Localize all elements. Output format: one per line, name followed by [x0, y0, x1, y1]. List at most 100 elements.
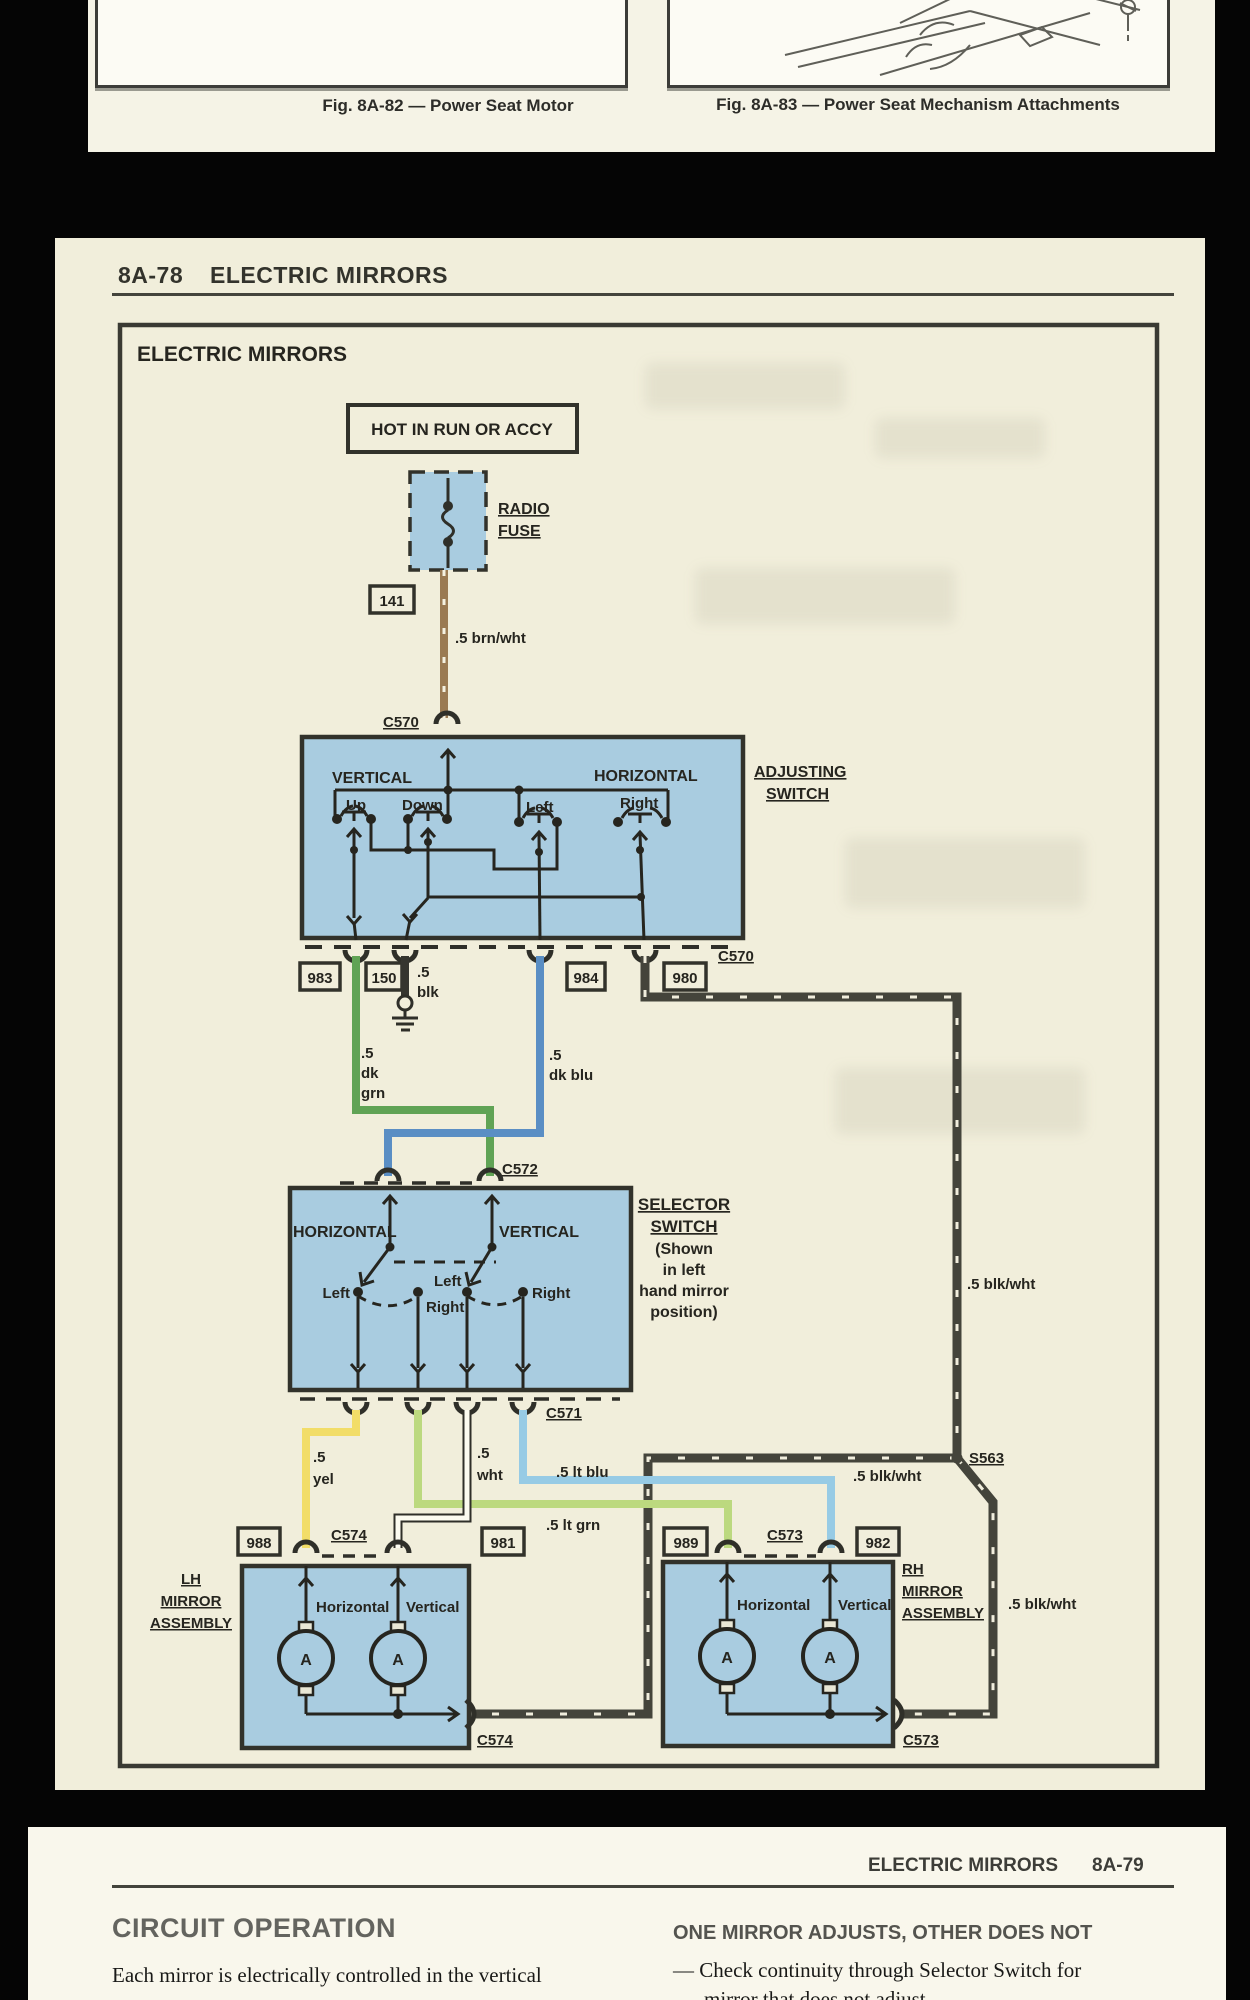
wire-dk-grn-label-1: .5: [361, 1045, 374, 1062]
adj-horizontal-label: HORIZONTAL: [594, 768, 698, 785]
power-source-label: HOT IN RUN OR ACCY: [371, 420, 553, 439]
wire-yellow: [302, 1410, 360, 1548]
main-page: 8A-78 ELECTRIC MIRRORS: [55, 238, 1205, 1790]
wire-dk-blu-label-2: dk blu: [549, 1067, 593, 1084]
troubleshoot-line-2: mirror that does not adjust: [704, 1987, 926, 2000]
svg-text:MIRROR: MIRROR: [161, 1593, 222, 1610]
wire-lt-grn-label: .5 lt grn: [546, 1517, 600, 1534]
sel-internal-wiring: [349, 1193, 532, 1388]
bleedthrough-noise: [695, 568, 955, 624]
terminal-989: 989: [673, 1535, 698, 1552]
radio-fuse: RADIO FUSE: [408, 470, 550, 572]
terminal-980: 980: [672, 970, 697, 987]
diagram-frame: [117, 322, 1160, 1769]
adj-internal-wiring: [333, 747, 670, 941]
c572-terminals: [374, 1167, 504, 1182]
connector-c570-top-icon: [433, 710, 461, 725]
terminal-982: 982: [865, 1535, 890, 1552]
terminal-981: 981: [490, 1535, 515, 1552]
svg-text:ASSEMBLY: ASSEMBLY: [902, 1605, 984, 1622]
footer-page-number: 8A-79: [1092, 1855, 1144, 1876]
rh-vertical-text: Vertical: [838, 1597, 891, 1614]
page-number: 8A-78: [118, 262, 184, 288]
splice-s563-label: S563: [969, 1450, 1004, 1467]
circuit-operation-heading: CIRCUIT OPERATION: [112, 1913, 396, 1943]
fuse-symbol-icon: [441, 478, 455, 568]
rh-internal-wiring: [718, 1562, 889, 1723]
sel-contact-dots: [353, 1242, 528, 1297]
connector-c573-bot-label: C573: [903, 1732, 939, 1749]
adj-name-1: ADJUSTING: [754, 764, 846, 781]
wire-dk-grn: [352, 956, 494, 1176]
wire-blk-wht-label-rh: .5 blk/wht: [1008, 1596, 1076, 1613]
adj-junction-dots: [332, 785, 671, 901]
rh-h-motor-label: A: [721, 1650, 733, 1667]
wire-brn-wht-label: .5 brn/wht: [455, 630, 526, 647]
troubleshoot-heading: ONE MIRROR ADJUSTS, OTHER DOES NOT: [673, 1922, 1093, 1944]
wire-white: [393, 1410, 472, 1548]
wire-dk-grn-label-3: grn: [361, 1085, 385, 1102]
lh-horizontal-text: Horizontal: [316, 1599, 389, 1616]
bleedthrough-noise: [645, 363, 845, 409]
wire-wht-label-2: wht: [476, 1467, 503, 1484]
terminal-boxes-row1: 983 150 984 980: [298, 961, 708, 992]
connector-c570-top-label: C570: [383, 714, 419, 731]
lh-assembly-label: LH MIRROR ASSEMBLY: [150, 1571, 232, 1632]
c571-terminals: [342, 1401, 537, 1416]
rh-vertical-motor: A: [801, 1618, 859, 1695]
ground-icon: [392, 994, 418, 1032]
sel-name-2: SWITCH: [650, 1217, 717, 1236]
wire-blk-wht-label-mid: .5 blk/wht: [853, 1468, 921, 1485]
bleedthrough-noise: [845, 838, 1085, 908]
wire-dk-grn-label-2: dk: [361, 1065, 379, 1082]
top-page-fragment: MOTOR Fig. 8A-82 — Power Seat Motor Fig.…: [88, 0, 1215, 152]
wire-blk-wht-label-right: .5 blk/wht: [967, 1276, 1035, 1293]
selector-switch: HORIZONTAL VERTICAL Left Rig: [287, 1185, 634, 1393]
figure-8a83-caption: Fig. 8A-83 — Power Seat Mechanism Attach…: [716, 95, 1120, 114]
adj-right-label: Right: [620, 795, 658, 812]
connector-c574-bot-label: C574: [477, 1732, 514, 1749]
sel-right2-label: Right: [532, 1285, 570, 1302]
svg-text:blk: blk: [417, 984, 439, 1001]
rh-v-motor-label: A: [824, 1650, 836, 1667]
terminal-983: 983: [307, 970, 332, 987]
lh-internal-wiring: [297, 1566, 461, 1723]
sel-right1-label: Right: [426, 1299, 464, 1316]
sel-left1-label: Left: [323, 1285, 351, 1302]
selector-switch-note: SELECTOR SWITCH (Shown in left hand mirr…: [638, 1195, 730, 1321]
connector-c573-top-label: C573: [767, 1527, 803, 1544]
lh-vertical-text: Vertical: [406, 1599, 459, 1616]
terminal-988: 988: [246, 1535, 271, 1552]
lh-h-motor-label: A: [300, 1652, 312, 1669]
rh-horizontal-motor: A: [698, 1618, 756, 1695]
wire-dk-blu: [384, 956, 544, 1176]
wire-lt-blu-label: .5 lt blu: [556, 1464, 609, 1481]
troubleshoot-line-1: — Check continuity through Selector Swit…: [673, 1958, 1082, 1982]
svg-text:ASSEMBLY: ASSEMBLY: [150, 1615, 232, 1632]
footer-title: ELECTRIC MIRRORS: [868, 1855, 1058, 1876]
c570-row-terminals: [342, 949, 659, 964]
rh-common-connector-icon: [892, 1698, 905, 1730]
ground-wire-blk: .5 blk: [392, 956, 439, 1032]
footer-running-head: ELECTRIC MIRRORS 8A-79: [868, 1855, 1144, 1877]
svg-text:.5: .5: [417, 964, 430, 981]
connector-c570-bot-label: C570: [718, 948, 754, 965]
adjusting-switch: VERTICAL HORIZONTAL Up Down Left Right: [299, 734, 846, 941]
power-source-box: HOT IN RUN OR ACCY: [346, 403, 579, 454]
wire-yel-label-2: yel: [313, 1471, 334, 1488]
wire-blk-wht-trunk: [476, 956, 998, 1719]
fuse-label-1: RADIO: [498, 501, 550, 518]
figure-8a82-caption: Fig. 8A-82 — Power Seat Motor: [322, 96, 574, 115]
lh-horizontal-motor: A: [277, 1620, 335, 1697]
sel-name-1: SELECTOR: [638, 1195, 730, 1214]
sel-vertical-label: VERTICAL: [499, 1224, 579, 1241]
figure-8a83-box: MOTOR: [667, 0, 1170, 88]
terminal-150: 150: [371, 970, 396, 987]
lh-v-motor-label: A: [392, 1652, 404, 1669]
svg-text:(Shown: (Shown: [655, 1241, 713, 1258]
splice-s563-dot: [951, 1452, 963, 1464]
connector-141: 141: [368, 584, 416, 615]
bottom-page: ELECTRIC MIRRORS 8A-79 CIRCUIT OPERATION…: [28, 1827, 1226, 2000]
